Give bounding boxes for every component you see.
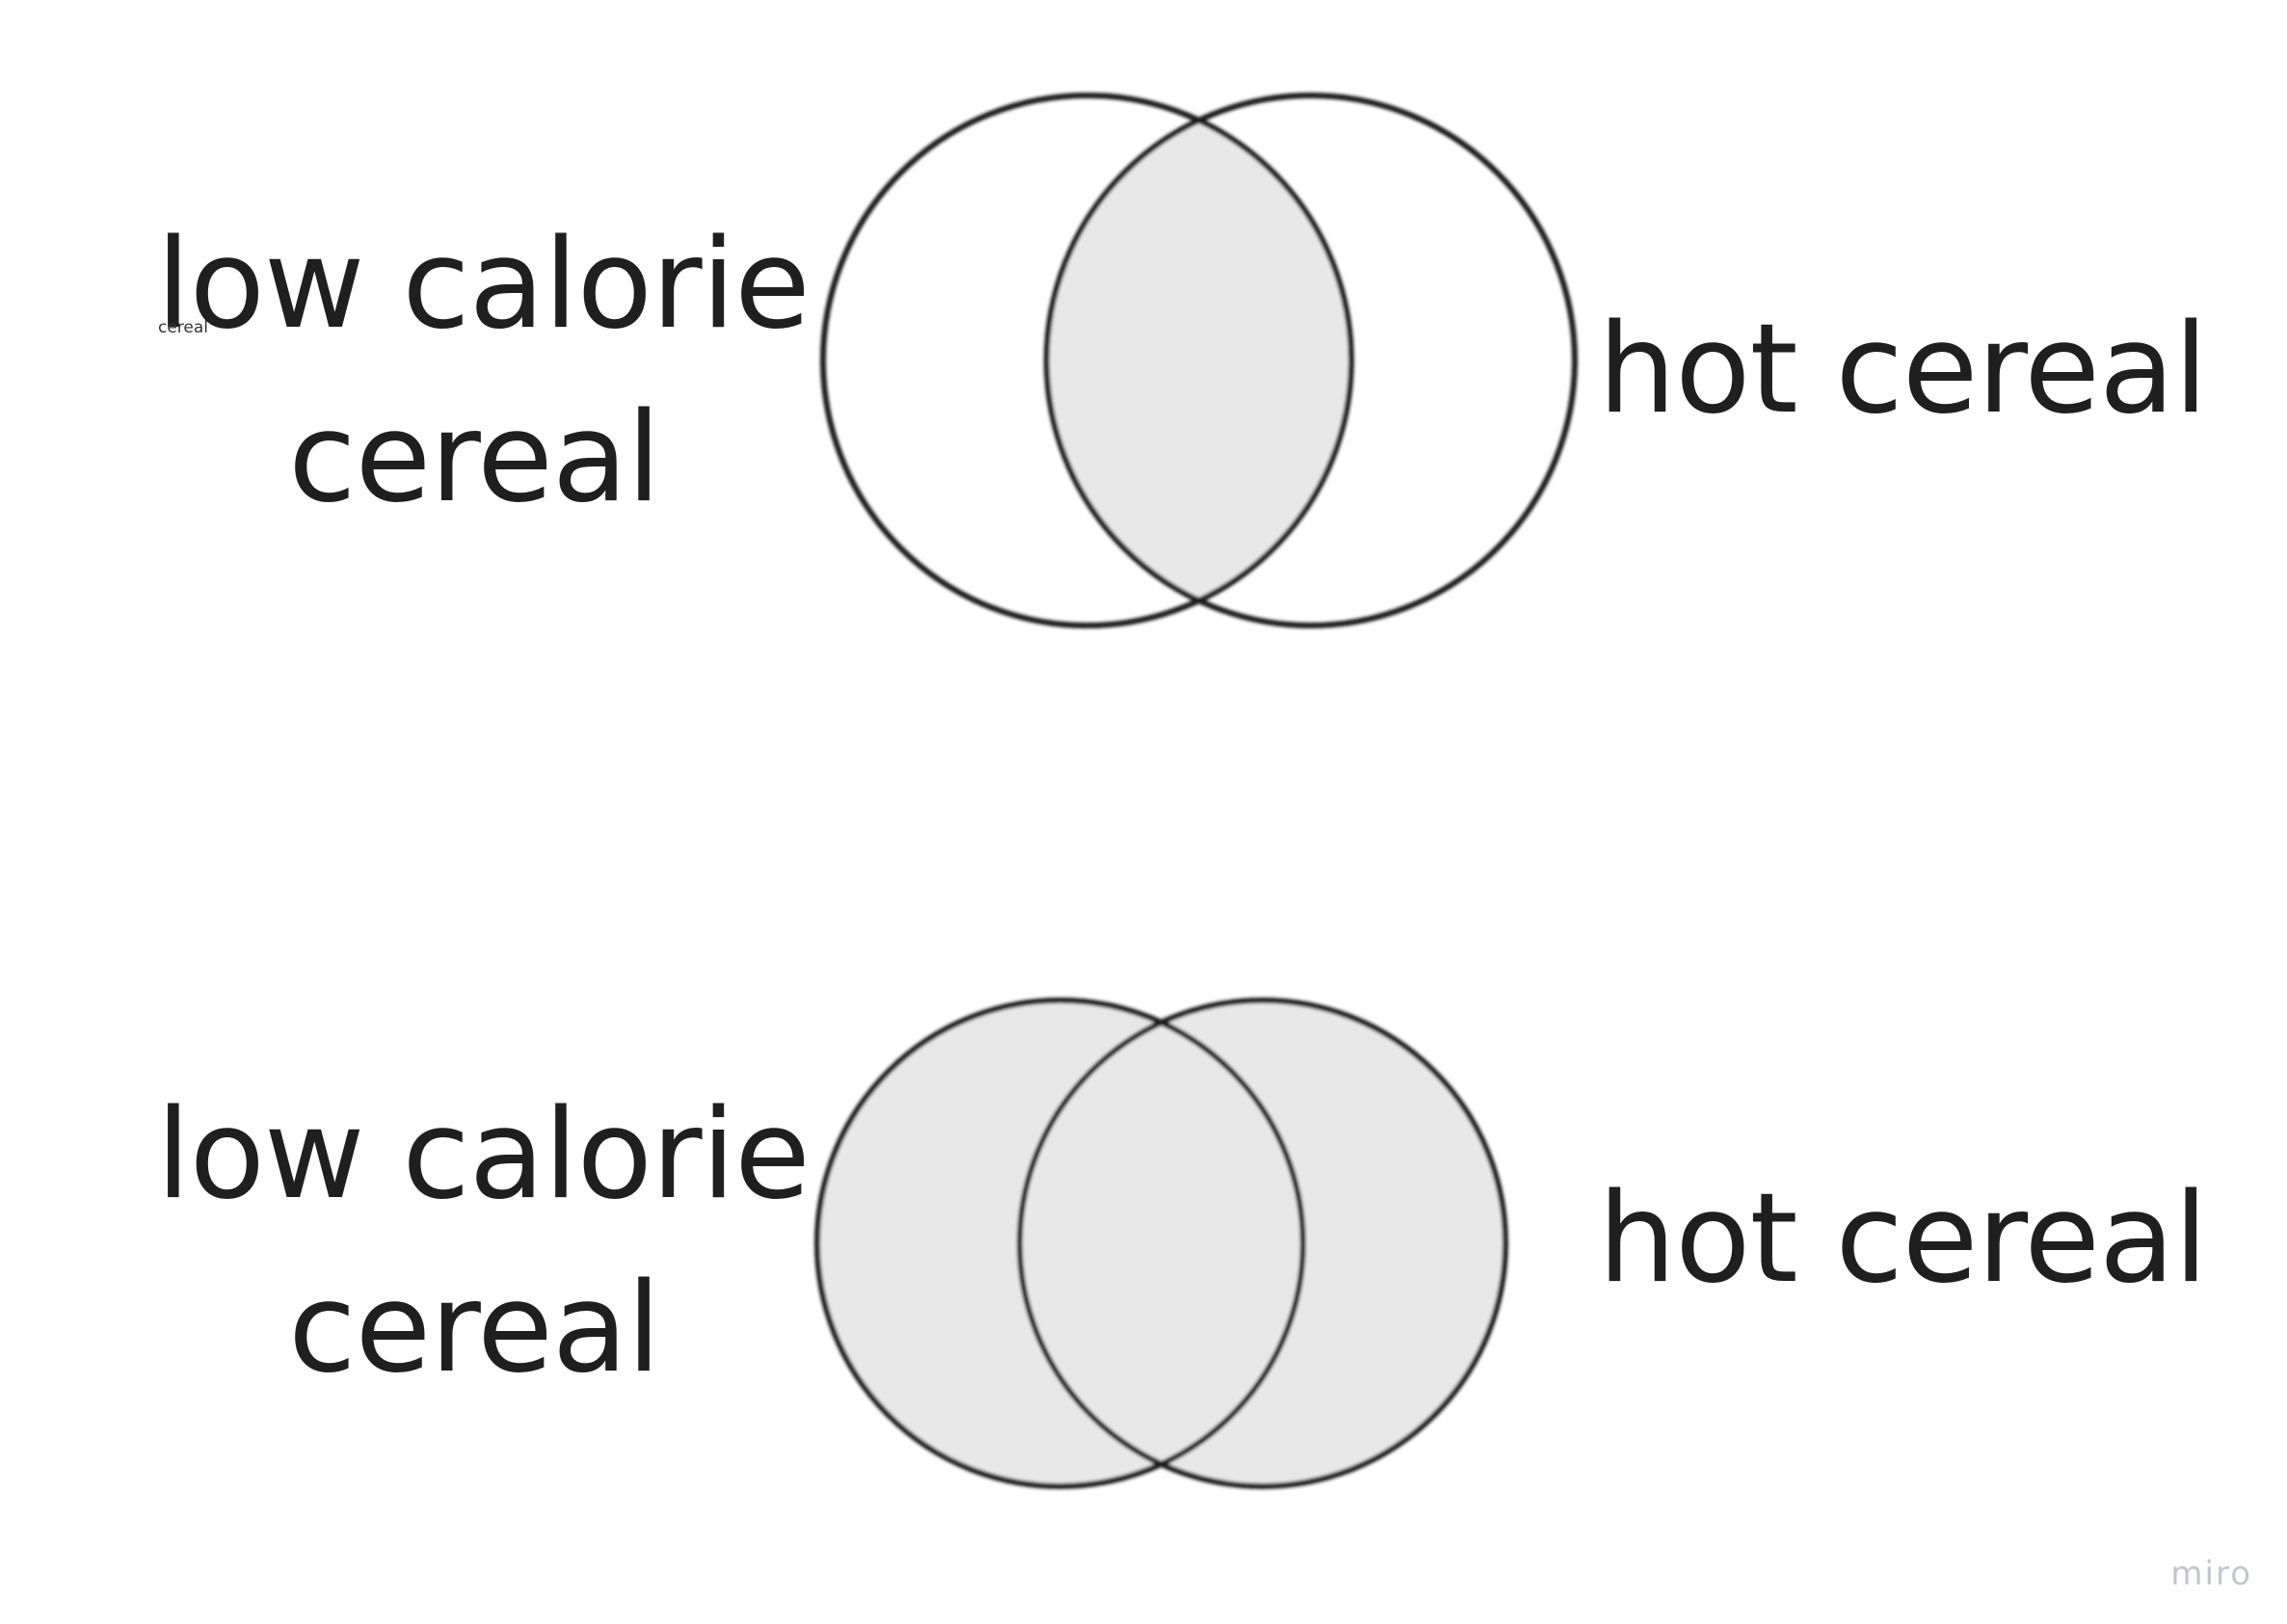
venn-2-left-circle <box>814 998 1306 1489</box>
venn-1-right-label: hot cereal <box>1598 298 2208 441</box>
venn-1 <box>820 93 1578 628</box>
venn-2-right-circle <box>1017 998 1508 1489</box>
venn-1-right-circle <box>1044 93 1578 628</box>
venn-2-right-label: hot cereal <box>1598 1167 2208 1311</box>
venn-2-left-label-line2: cereal <box>288 1257 661 1400</box>
venn-1-left-label-line1: low calorie <box>156 213 811 357</box>
venn-2-left-label-line1: low calorie <box>156 1083 811 1227</box>
venn-2-right-fill <box>1020 1000 1505 1486</box>
venn-1-intersection-region <box>1047 95 1351 626</box>
venn-2 <box>814 998 1508 1489</box>
venn-1-left-label: low calorie cereal <box>156 213 811 571</box>
miro-watermark: miro <box>2170 1555 2252 1593</box>
venn-2-left-label: low calorie cereal <box>156 1083 811 1441</box>
venn-1-left-label-line2: cereal <box>288 386 661 530</box>
stray-text: cereal <box>158 318 209 337</box>
venn-1-left-circle <box>820 93 1354 628</box>
